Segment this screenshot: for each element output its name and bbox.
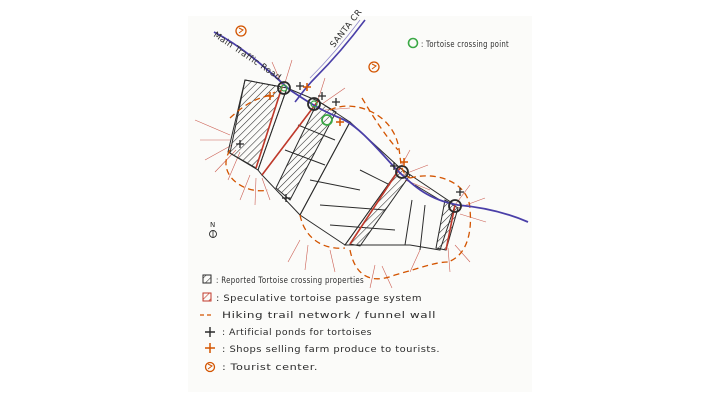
legend-label: : Reported Tortoise crossing properties [216, 276, 364, 286]
legend-item: : Tourist center. [204, 361, 318, 373]
north-arrow-icon: N [209, 221, 217, 238]
reported-crossing-properties [229, 79, 459, 251]
red-hatched-box-icon [202, 292, 212, 302]
shop-markers [266, 83, 408, 166]
sketch-sheet [188, 16, 532, 392]
speculative-passage-lines [255, 86, 456, 251]
main-traffic-road [213, 31, 529, 223]
legend-item: : Reported Tortoise crossing properties [202, 274, 364, 286]
legend-label: : Artificial ponds for tortoises [222, 328, 372, 338]
artificial-pond-markers [236, 82, 464, 202]
santa-cr-road [294, 19, 366, 103]
tourist-center-icon [204, 361, 216, 373]
legend-label: : Tourist center. [222, 363, 318, 373]
tortoise-crossing-points [277, 81, 462, 213]
legend-label: Hiking trail network / funnel wall [222, 311, 436, 321]
legend-item: : Shops selling farm produce to tourists… [205, 343, 440, 355]
crossing-point-note: : Tortoise crossing point [407, 37, 509, 50]
hatched-box-icon [202, 274, 212, 284]
tourist-center-markers [235, 25, 380, 73]
legend-label: : Speculative tortoise passage system [216, 294, 422, 304]
black-cross-icon [205, 327, 215, 337]
crossing-note-text: : Tortoise crossing point [421, 40, 509, 50]
red-cross-icon [205, 343, 215, 353]
svg-text:N: N [210, 221, 216, 229]
speculative-radiating-lines [194, 59, 487, 289]
legend-label: : Shops selling farm produce to tourists… [222, 345, 440, 355]
legend-item: Hiking trail network / funnel wall [200, 311, 436, 321]
legend: : Reported Tortoise crossing properties … [200, 274, 440, 373]
green-circle-icon [407, 37, 419, 49]
hiking-trail-network [225, 91, 472, 280]
main-road-label: Main Traffic Road [211, 30, 283, 83]
legend-item: : Artificial ponds for tortoises [205, 327, 372, 338]
legend-item: : Speculative tortoise passage system [202, 292, 422, 304]
